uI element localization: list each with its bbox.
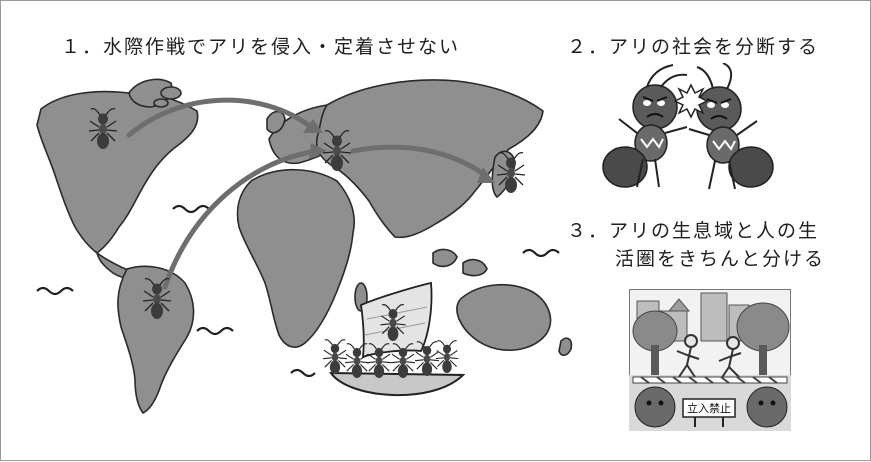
africa-landmass (236, 168, 355, 348)
south-america-landmass (117, 265, 195, 415)
route-arrow-sa-to-europe (162, 148, 320, 290)
ant-icon (322, 339, 348, 375)
runner-figure (676, 334, 742, 380)
ant-icon (688, 63, 774, 190)
ship-icon (322, 281, 466, 397)
north-america-landmass (36, 90, 199, 255)
heading-border-control: １．水際作戦でアリを侵入・定着させない (61, 36, 461, 58)
heading-split-colony: ２．アリの社会を分断する (567, 36, 820, 58)
southeast-asia-islands (462, 258, 488, 277)
australia-landmass (456, 283, 552, 351)
arrow-icon (477, 167, 495, 183)
asia-landmass (315, 79, 544, 239)
uk-landmass (266, 110, 286, 134)
ant-icon (746, 386, 788, 428)
no-entry-sign-icon: 立入禁止 (682, 398, 736, 427)
route-arrow-europe-to-asia (350, 144, 488, 178)
arctic-island (153, 98, 169, 108)
heading-separate-habitat-line2: 活圏をきちんと分ける (615, 248, 826, 270)
wave-icon (36, 204, 560, 378)
clash-icon (673, 83, 709, 119)
southeast-asia-islands (432, 248, 458, 268)
no-entry-sign-text: 立入禁止 (687, 401, 731, 415)
colony-split-illustration (602, 63, 774, 190)
ant-icon (634, 386, 676, 428)
tree-icon (632, 302, 790, 377)
arctic-island (160, 86, 182, 100)
ant-icon (602, 64, 688, 188)
heading-separate-habitat-line1: ３．アリの生息域と人の生 (567, 220, 820, 242)
new-zealand-landmass (558, 337, 573, 357)
arrow-icon (303, 119, 323, 133)
habitat-separation-illustration: 立入禁止 (629, 289, 791, 431)
arrow-icon (309, 143, 327, 159)
route-arrow-na-to-europe (126, 97, 314, 138)
ant-icon (435, 340, 459, 374)
